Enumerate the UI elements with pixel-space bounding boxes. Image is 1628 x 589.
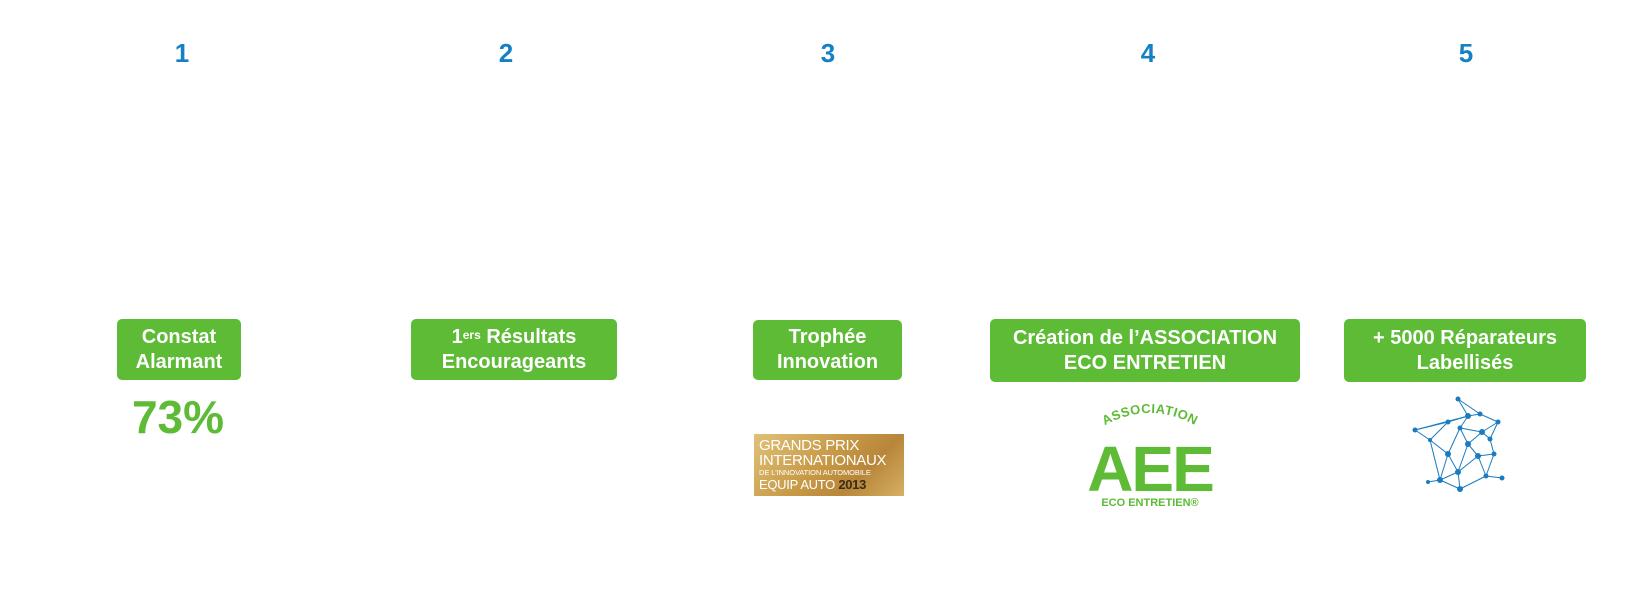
step-1-title-line2: Alarmant [135,350,223,373]
step-number-4: 4 [1140,38,1156,68]
step-2-title-line2: Encourageants [441,350,587,373]
step-1-value: 73% [131,391,225,443]
step-1-badge: Constat Alarmant [117,319,241,380]
step-3-title-line1: Trophée [788,326,867,348]
step-3-title-line2: Innovation [776,351,879,373]
step-5-title-line2: Labellisés [1416,351,1514,374]
grands-prix-logo: GRANDS PRIX INTERNATIONAUX DE L'INNOVATI… [754,434,904,496]
svg-text:ECO ENTRETIEN®: ECO ENTRETIEN® [1101,497,1198,509]
step-4-title-line1: Création de l’ASSOCIATION [1012,326,1278,349]
step-3-badge: Trophée Innovation [753,320,902,380]
svg-text:AEE: AEE [1087,433,1213,505]
step-4-title-line2: ECO ENTRETIEN [1063,351,1227,374]
france-network-map-icon [1412,396,1505,492]
step-1-title-line1: Constat [141,325,217,348]
step-5-badge: + 5000 Réparateurs Labellisés [1344,319,1586,382]
aee-logo: ASSOCIATION AEE ECO ENTRETIEN® [1087,401,1215,509]
step-2-badge: 1ers Résultats Encourageants [411,319,617,380]
step-4-badge: Création de l’ASSOCIATION ECO ENTRETIEN [990,319,1300,382]
step-number-1: 1 [174,38,190,68]
step-number-5: 5 [1458,38,1474,68]
svg-text:ASSOCIATION: ASSOCIATION [1099,401,1200,428]
step-number-3: 3 [820,38,836,68]
step-5-title-line1: + 5000 Réparateurs [1372,326,1557,349]
step-2-title-line1: 1ers Résultats [451,325,577,348]
step-number-2: 2 [498,38,514,68]
